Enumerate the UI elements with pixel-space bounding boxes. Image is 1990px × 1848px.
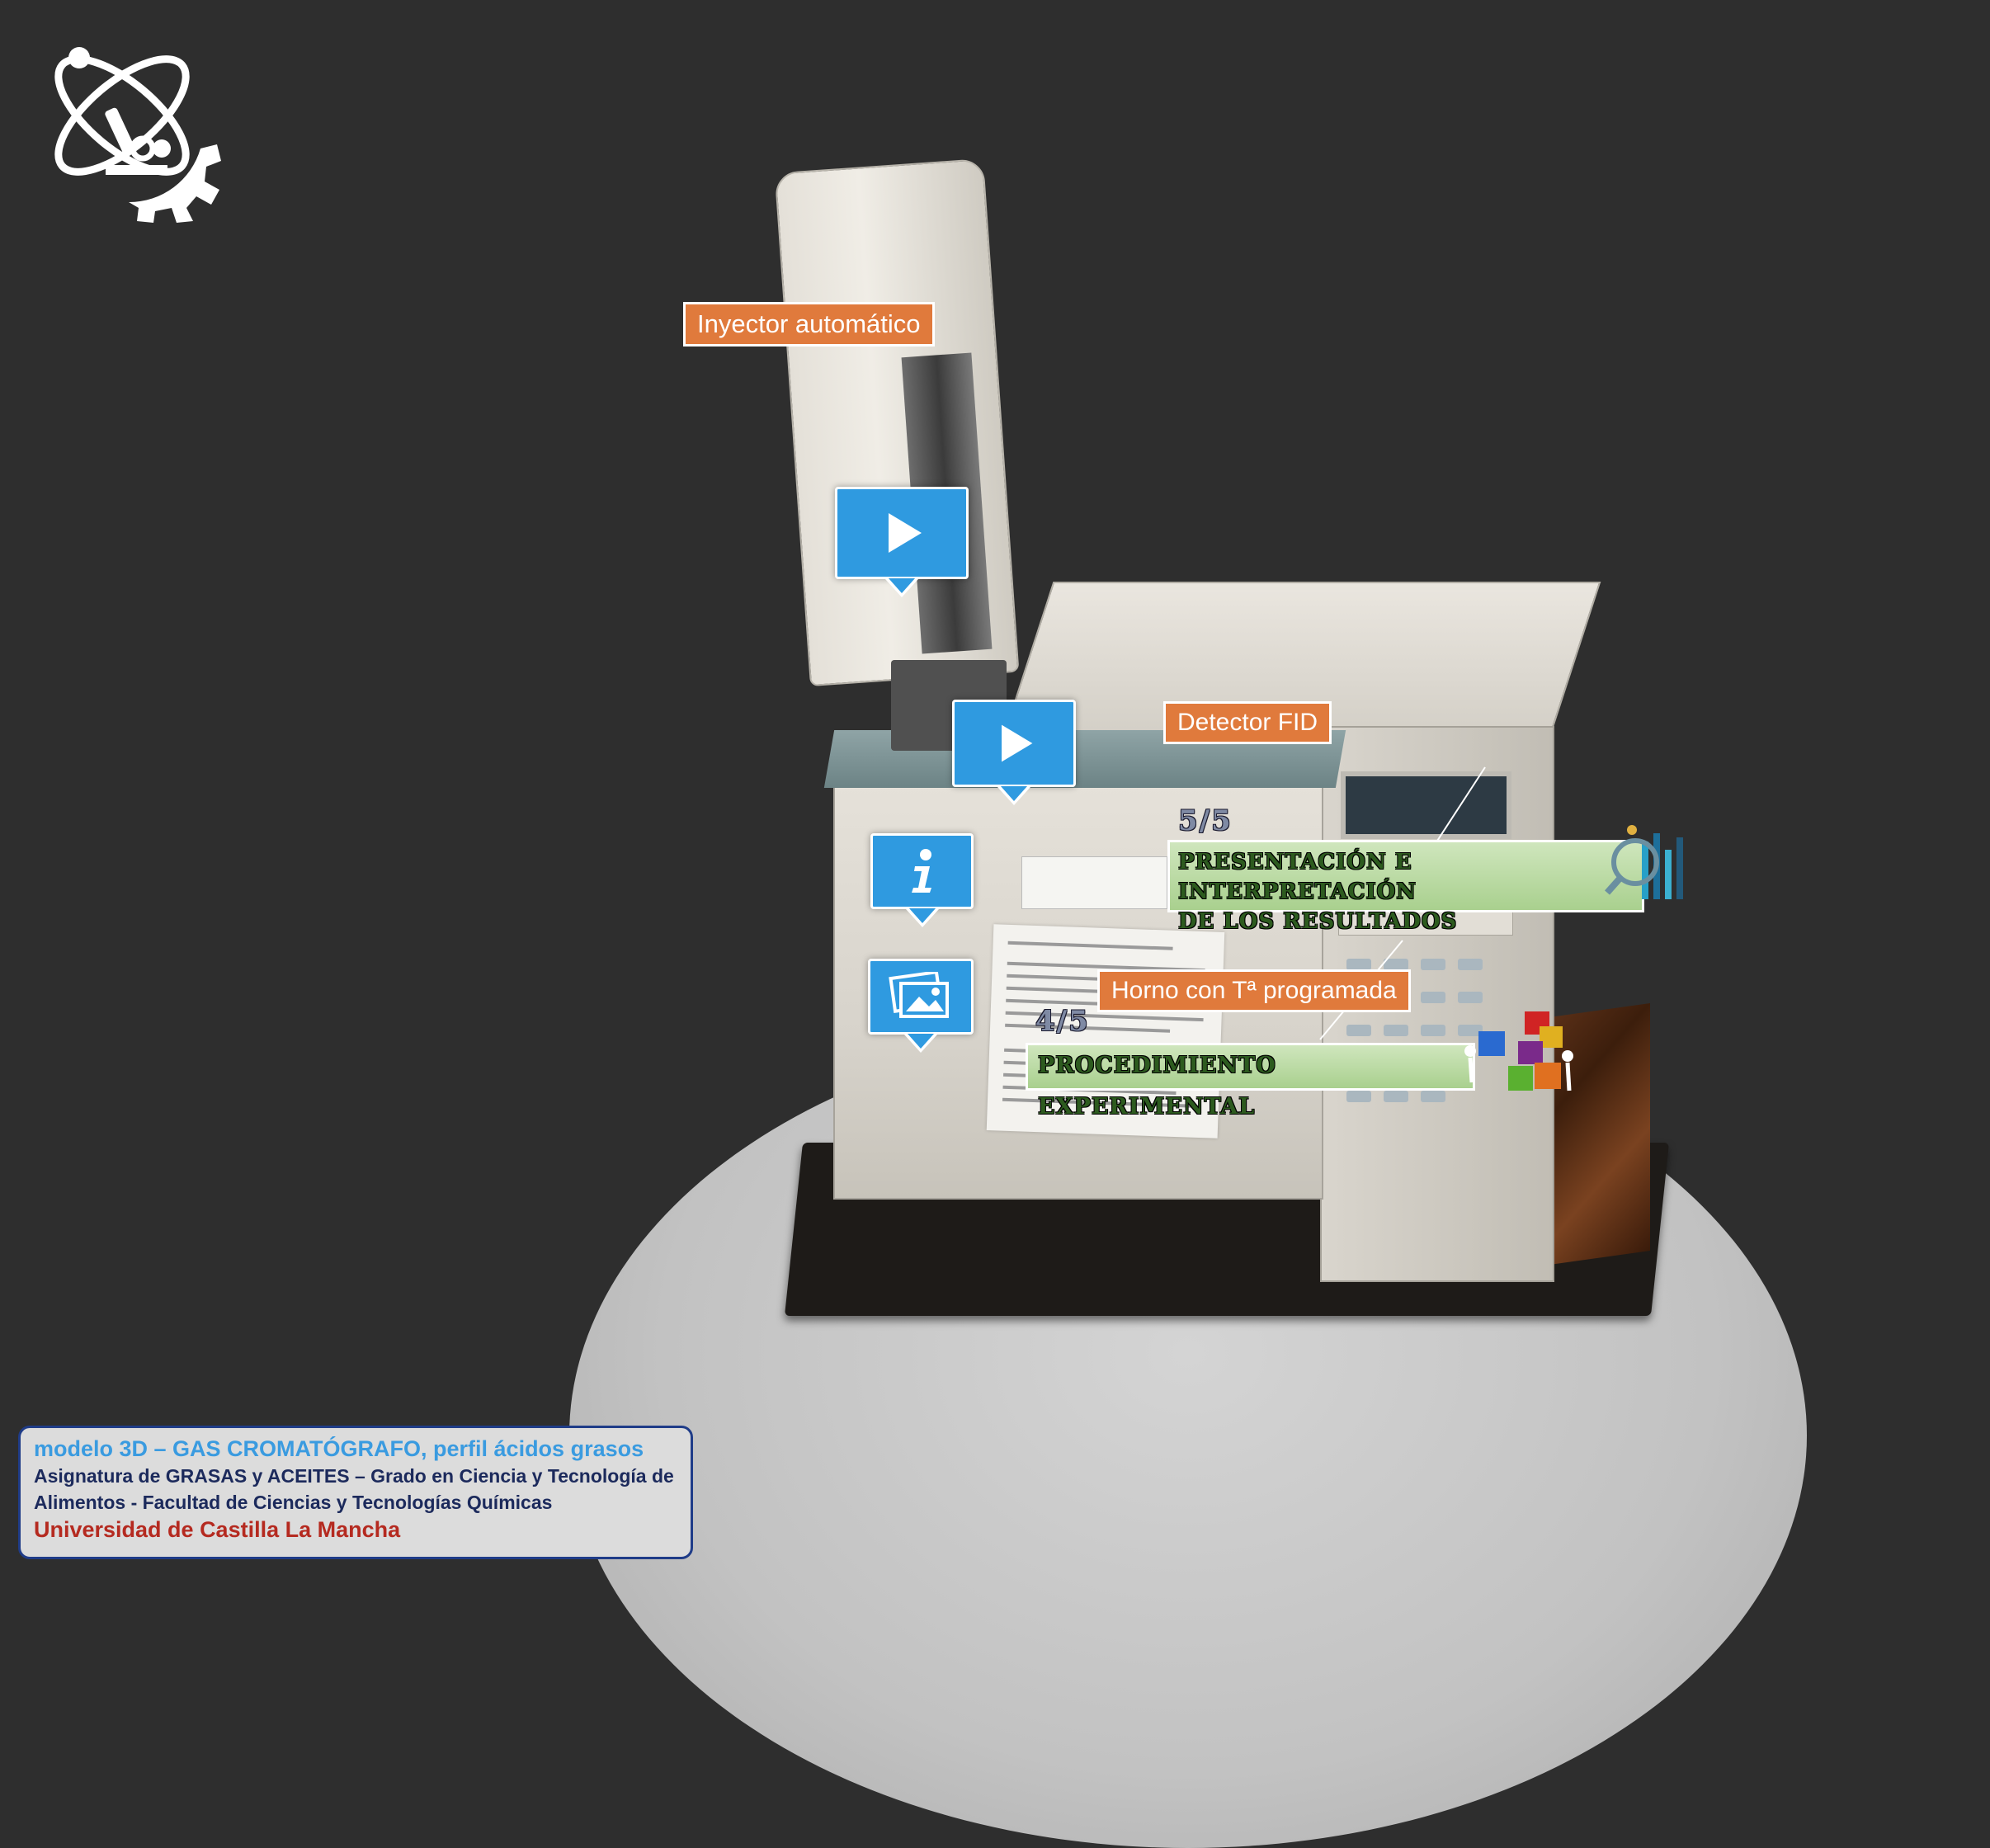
step-banner-results-line1: PRESENTACIÓN E INTERPRETACIÓN	[1178, 850, 1417, 904]
label-inyector[interactable]: Inyector automático	[683, 302, 935, 346]
course-line-2: Alimentos - Facultad de Ciencias y Tecno…	[34, 1492, 553, 1513]
video-hotspot-2[interactable]	[952, 700, 1076, 805]
lcd-display	[1341, 771, 1511, 839]
gallery-hotspot[interactable]	[868, 959, 974, 1053]
info-hotspot[interactable]	[870, 833, 974, 927]
step-banner-results-line2: DE LOS RESULTADOS	[1178, 909, 1458, 934]
model-title: modelo 3D – GAS CROMATÓGRAFO, perfil áci…	[34, 1436, 644, 1461]
step-banner-procedure[interactable]: PROCEDIMIENTO EXPERIMENTAL	[1026, 1043, 1475, 1120]
image-gallery-icon	[889, 972, 949, 1018]
step-counter-4: 4/5	[1035, 1005, 1090, 1038]
pointer-lines	[1319, 766, 1486, 1040]
course-line-1: Asignatura de GRASAS y ACEITES – Grado e…	[34, 1465, 674, 1487]
university-name: Universidad de Castilla La Mancha	[34, 1517, 401, 1542]
label-horno[interactable]: Horno con Tª programada	[1097, 969, 1411, 1012]
step-counter-5: 5/5	[1178, 804, 1233, 837]
instrument-sticker	[1021, 856, 1167, 909]
play-icon	[1002, 724, 1033, 762]
step-banner-results[interactable]: PRESENTACIÓN E INTERPRETACIÓN DE LOS RES…	[1167, 840, 1644, 934]
data-analysis-icon	[1605, 825, 1683, 899]
video-hotspot-1[interactable]	[835, 487, 969, 597]
label-detector-fid[interactable]: Detector FID	[1163, 701, 1332, 744]
puzzle-people-icon	[1464, 1011, 1573, 1091]
science-logo-icon	[54, 47, 221, 223]
info-icon	[911, 849, 931, 893]
course-info-box: modelo 3D – GAS CROMATÓGRAFO, perfil áci…	[18, 1426, 693, 1559]
play-icon	[889, 513, 922, 553]
